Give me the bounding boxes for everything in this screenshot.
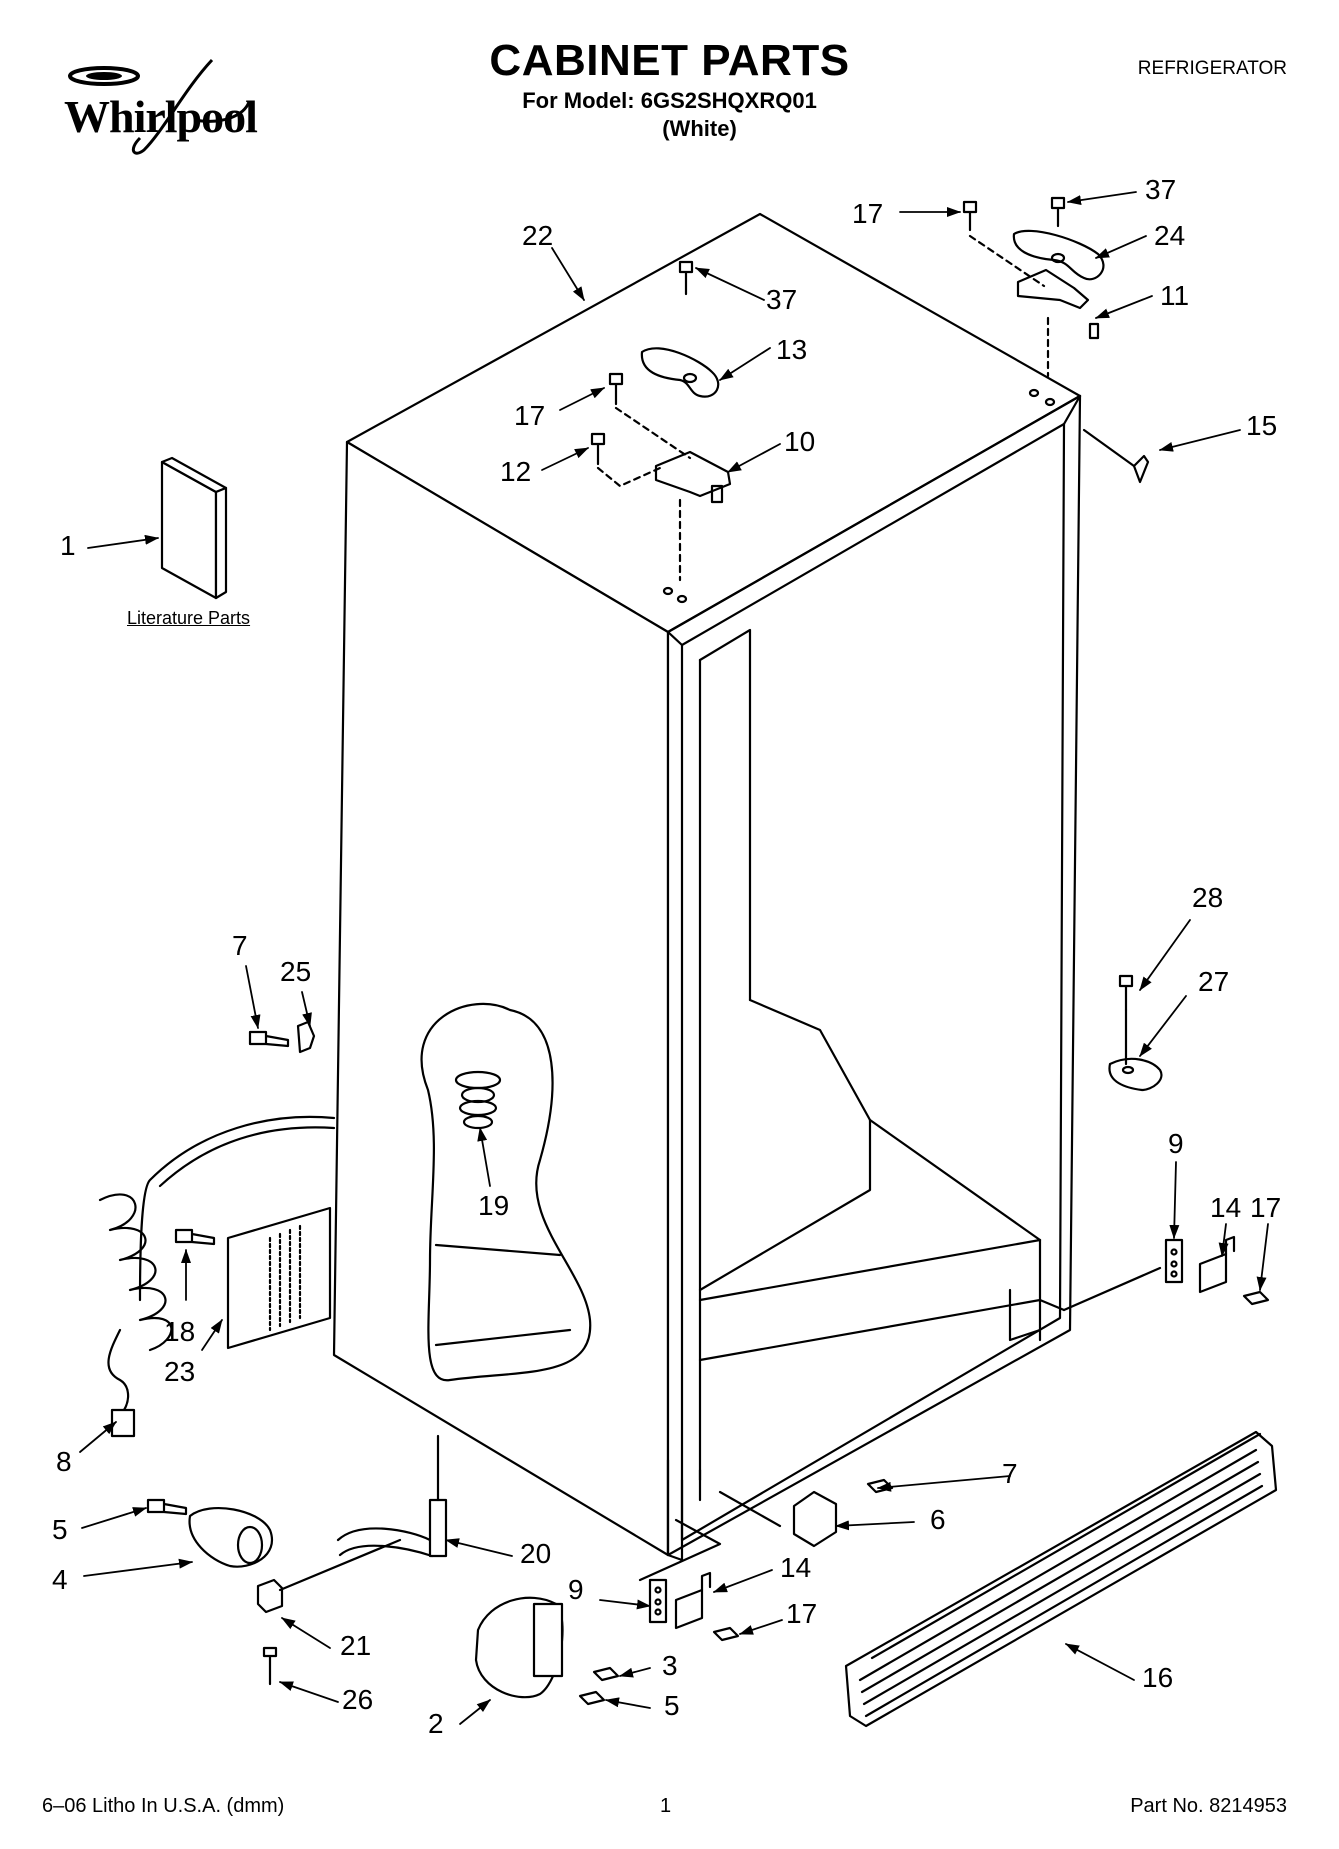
swirl-logo-icon [68, 58, 251, 155]
callout-17: 17 [852, 198, 884, 229]
literature-parts-label: Literature Parts [127, 608, 251, 628]
leader-arrows [79, 191, 1269, 1725]
model-color: (White) [662, 116, 737, 141]
cover-plate [174, 1206, 332, 1350]
power-cord [98, 1115, 336, 1438]
callout-22: 22 [522, 220, 554, 251]
brand-name: Whirlpool [64, 91, 258, 142]
callout-17: 17 [514, 400, 546, 431]
callout-37: 37 [1145, 174, 1177, 205]
callout-25: 25 [280, 956, 312, 987]
callout-20: 20 [520, 1538, 552, 1569]
top-hinge-left [590, 260, 732, 582]
bottom-hinge-left [474, 1596, 620, 1706]
litho-note: 6–06 Litho In U.S.A. (dmm) [42, 1795, 285, 1817]
callout-11: 11 [1160, 280, 1190, 311]
callout-16: 16 [1142, 1662, 1174, 1693]
tube-clip [256, 1538, 402, 1686]
callout-6: 6 [930, 1504, 946, 1535]
top-hinge-right [962, 196, 1105, 378]
callout-13: 13 [776, 334, 808, 365]
callout-8: 8 [56, 1446, 72, 1477]
callout-37: 37 [766, 284, 798, 315]
plug-15 [1132, 454, 1150, 484]
callout-26: 26 [342, 1684, 374, 1715]
cabinet-shell [332, 212, 1082, 1562]
screw-and-clip-left [248, 1020, 316, 1054]
callout-5: 5 [664, 1690, 680, 1721]
callout-7: 7 [232, 930, 248, 961]
callout-24: 24 [1154, 220, 1186, 251]
callout-19: 19 [478, 1190, 510, 1221]
whirlpool-logo: Whirlpool [44, 50, 274, 160]
callout-14: 14 [780, 1552, 812, 1583]
callout-10: 10 [784, 426, 816, 457]
drain-fitting [454, 1070, 502, 1130]
appliance-type: REFRIGERATOR [1137, 58, 1287, 79]
callout-17: 17 [1250, 1192, 1282, 1223]
page-title: CABINET PARTS [489, 36, 850, 85]
callout-28: 28 [1192, 882, 1224, 913]
callout-17: 17 [786, 1598, 818, 1629]
callout-3: 3 [662, 1650, 678, 1681]
literature-booklet [160, 456, 228, 600]
drain-tube [336, 1434, 448, 1558]
damper-assembly [146, 1498, 273, 1568]
callout-12: 12 [500, 456, 532, 487]
callout-18: 18 [164, 1316, 196, 1347]
callout-9: 9 [1168, 1128, 1184, 1159]
bottom-hinge-right [1062, 1235, 1270, 1312]
callout-4: 4 [52, 1564, 68, 1595]
callout-7: 7 [1002, 1458, 1018, 1489]
callout-1: 1 [60, 530, 76, 561]
callout-15: 15 [1246, 410, 1278, 441]
callout-2: 2 [428, 1708, 444, 1739]
page-number: 1 [660, 1795, 672, 1817]
callout-5: 5 [52, 1514, 68, 1545]
callout-9: 9 [568, 1574, 584, 1605]
callout-21: 21 [340, 1630, 372, 1661]
model-number: For Model: 6GS2SHQXRQ01 [522, 88, 817, 113]
part-number: Part No. 8214953 [1130, 1795, 1287, 1817]
bottom-hinge-center [638, 1518, 740, 1642]
door-stop-bracket [1108, 974, 1163, 1092]
callout-14: 14 [1210, 1192, 1242, 1223]
callout-27: 27 [1198, 966, 1230, 997]
toe-grille [844, 1430, 1278, 1728]
callout-23: 23 [164, 1356, 196, 1387]
